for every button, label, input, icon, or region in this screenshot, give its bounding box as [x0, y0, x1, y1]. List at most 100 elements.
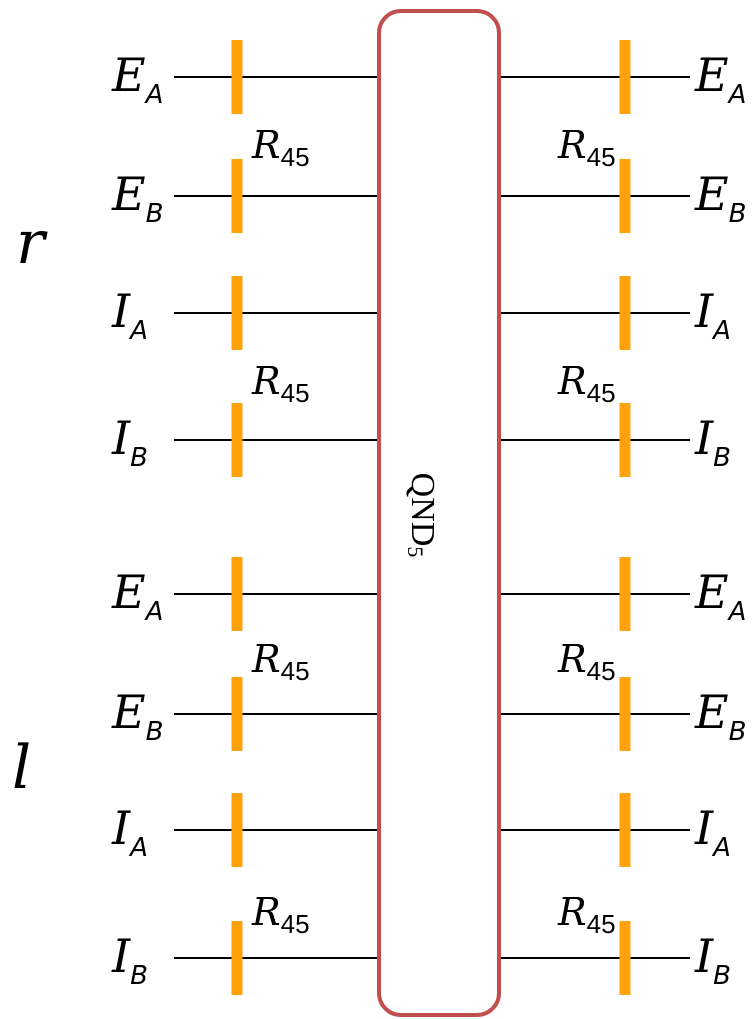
- right-mode-main: E: [694, 48, 729, 102]
- right-rotator: [619, 677, 631, 751]
- svg-text:QND5: QND5: [403, 473, 441, 558]
- right-mode-label: IA: [694, 801, 731, 863]
- right-mode-sub: B: [729, 717, 747, 747]
- left-mode-label: IA: [111, 801, 148, 863]
- right-rotator: [619, 40, 631, 114]
- right-rotator: [619, 159, 631, 233]
- right-mode-label: IB: [694, 411, 731, 473]
- qnd-label-main: QND: [404, 473, 441, 547]
- qnd-box: [377, 9, 501, 1017]
- left-mode-label: IB: [111, 929, 148, 991]
- right-mode-label: IA: [694, 284, 731, 346]
- left-mode-label: IA: [111, 284, 148, 346]
- left-mode-sub: B: [146, 717, 164, 747]
- rotator-label-main: R: [251, 123, 281, 167]
- right-rotator: [619, 557, 631, 631]
- rotator-label-main: R: [251, 359, 281, 403]
- left-mode-main: I: [111, 929, 131, 983]
- right-mode-label: EA: [694, 565, 746, 627]
- left-rotator-label: R45: [251, 890, 310, 939]
- right-mode-sub: B: [713, 961, 731, 991]
- left-rotator: [231, 40, 243, 114]
- rotator-label-main: R: [251, 637, 281, 681]
- rotator-label-sub: 45: [281, 909, 310, 939]
- rotator-label-sub: 45: [587, 656, 616, 686]
- rotator-label-sub: 45: [587, 909, 616, 939]
- right-rotator-label: R45: [557, 123, 616, 172]
- left-rotator: [231, 677, 243, 751]
- right-mode-sub: A: [727, 597, 747, 627]
- left-mode-main: E: [111, 565, 146, 619]
- right-mode-main: I: [694, 801, 714, 855]
- right-mode-label: EA: [694, 48, 746, 110]
- left-mode-main: E: [111, 167, 146, 221]
- right-rotator: [619, 921, 631, 995]
- group-label-r: r: [16, 208, 48, 278]
- left-mode-sub: A: [144, 597, 164, 627]
- right-mode-label: IB: [694, 929, 731, 991]
- left-rotator: [231, 793, 243, 867]
- left-mode-sub: B: [130, 961, 148, 991]
- right-mode-main: E: [694, 167, 729, 221]
- left-mode-sub: B: [130, 443, 148, 473]
- right-mode-main: I: [694, 284, 714, 338]
- left-rotator-label: R45: [251, 123, 310, 172]
- right-mode-sub: B: [729, 199, 747, 229]
- right-rotator: [619, 276, 631, 350]
- qnd-box-label: QND5: [403, 473, 441, 558]
- right-mode-sub: A: [727, 80, 747, 110]
- left-rotator: [231, 276, 243, 350]
- right-mode-label: EB: [694, 685, 746, 747]
- right-rotator: [619, 793, 631, 867]
- rotator-label-main: R: [251, 890, 281, 934]
- left-rotator: [231, 557, 243, 631]
- rotator-label-main: R: [557, 359, 587, 403]
- wires-layer: [174, 76, 690, 959]
- left-rotator-label: R45: [251, 637, 310, 686]
- rotator-label-sub: 45: [281, 656, 310, 686]
- qnd-label-sub: 5: [403, 546, 428, 557]
- right-mode-sub: A: [711, 316, 731, 346]
- right-rotator-label: R45: [557, 637, 616, 686]
- left-mode-main: E: [111, 685, 146, 739]
- left-mode-label: EB: [111, 167, 163, 229]
- group-label-l: l: [12, 733, 31, 803]
- right-mode-main: I: [694, 411, 714, 465]
- rotator-label-sub: 45: [281, 378, 310, 408]
- right-mode-sub: B: [713, 443, 731, 473]
- right-rotator-label: R45: [557, 890, 616, 939]
- left-mode-sub: A: [128, 833, 148, 863]
- right-mode-label: EB: [694, 167, 746, 229]
- left-mode-label: EA: [111, 48, 163, 110]
- left-mode-label: EA: [111, 565, 163, 627]
- rotators-layer: [231, 40, 631, 995]
- right-mode-main: E: [694, 685, 729, 739]
- left-rotator: [231, 159, 243, 233]
- right-mode-sub: A: [711, 833, 731, 863]
- rotator-label-main: R: [557, 123, 587, 167]
- left-mode-label: EB: [111, 685, 163, 747]
- right-mode-main: E: [694, 565, 729, 619]
- left-rotator-label: R45: [251, 359, 310, 408]
- rotator-label-sub: 45: [587, 378, 616, 408]
- left-mode-sub: A: [128, 316, 148, 346]
- right-mode-main: I: [694, 929, 714, 983]
- rotator-label-main: R: [557, 637, 587, 681]
- left-mode-main: I: [111, 411, 131, 465]
- rotator-label-main: R: [557, 890, 587, 934]
- left-mode-sub: B: [146, 199, 164, 229]
- right-rotator-label: R45: [557, 359, 616, 408]
- left-mode-main: E: [111, 48, 146, 102]
- left-mode-main: I: [111, 801, 131, 855]
- rotator-label-sub: 45: [281, 142, 310, 172]
- left-mode-main: I: [111, 284, 131, 338]
- left-rotator: [231, 921, 243, 995]
- left-rotator: [231, 403, 243, 477]
- left-mode-sub: A: [144, 80, 164, 110]
- right-rotator: [619, 403, 631, 477]
- rotator-label-sub: 45: [587, 142, 616, 172]
- left-mode-label: IB: [111, 411, 148, 473]
